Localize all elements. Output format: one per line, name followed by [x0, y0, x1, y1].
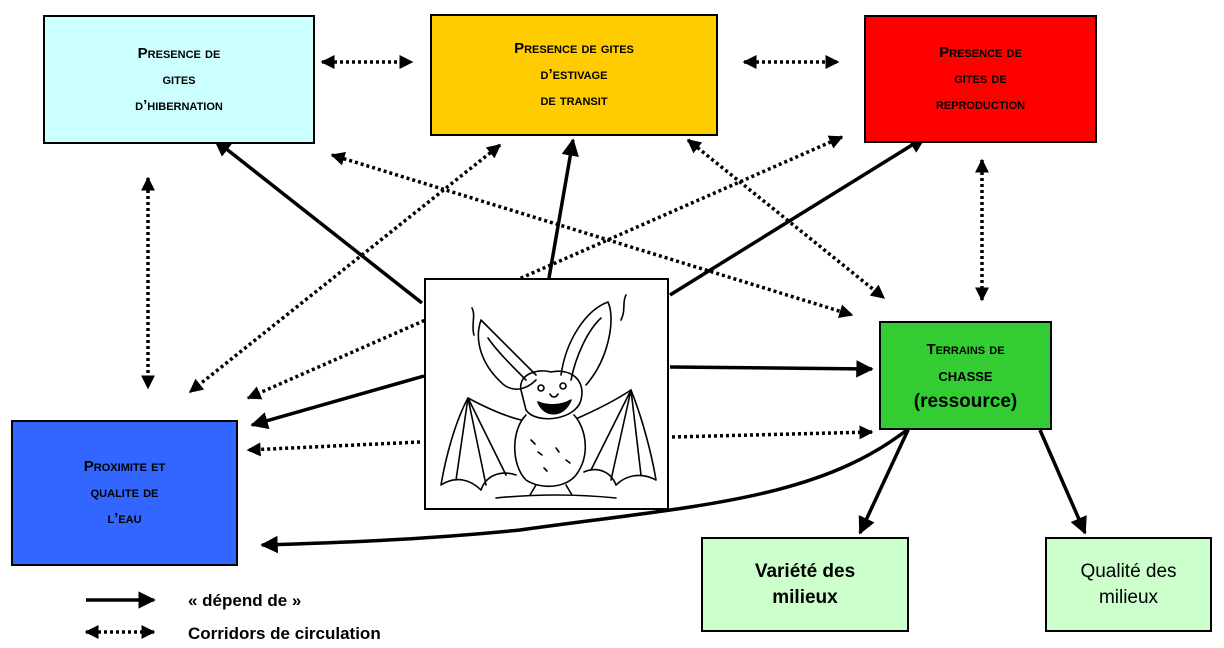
- box-variete-des-milieux: Variété des milieux: [701, 537, 909, 632]
- legend-symbols: [84, 591, 156, 639]
- arrow-bat-to-estivage: [547, 138, 579, 279]
- box-gites-hibernation: Presence de gites d’hibernation: [43, 15, 315, 144]
- box-chasse-line3: (ressource): [913, 390, 1018, 412]
- arrow-chasse-to-variete: [858, 429, 910, 535]
- bat-illustration-frame: [424, 278, 669, 510]
- box-eau-line3: l’eau: [107, 510, 142, 527]
- bat-icon: [440, 294, 657, 499]
- box-estivage-line3: de transit: [540, 92, 608, 109]
- box-reproduction-line3: reproduction: [935, 96, 1026, 113]
- box-estivage-line2: d’estivage: [540, 66, 608, 83]
- box-chasse-line1: Terrains de: [926, 340, 1005, 358]
- box-hibernation-line1: Presence de: [137, 44, 221, 62]
- box-eau-line2: qualite de: [90, 484, 159, 501]
- box-gites-reproduction: Presence de gites de reproduction: [864, 15, 1097, 143]
- legend-corridor-label: Corridors de circulation: [188, 624, 381, 643]
- box-qualite-line1: Qualité des: [1080, 560, 1177, 582]
- legend-depend-label: « dépend de »: [188, 591, 302, 610]
- corridor-bat-to-chasse: [671, 425, 874, 440]
- box-reproduction-line1: Presence de: [939, 44, 1022, 61]
- arrow-bat-to-chasse: [669, 360, 874, 378]
- box-hibernation-line3: d’hibernation: [135, 96, 223, 114]
- corridor-arrows: [141, 55, 989, 457]
- box-eau-line1: Proximite et: [83, 458, 166, 475]
- arrow-chasse-to-qualite: [1038, 429, 1087, 535]
- box-hibernation-line2: gites: [162, 70, 196, 88]
- arrow-bat-to-hibernation: [213, 138, 424, 305]
- box-proximite-qualite-eau: Proximite et qualite de l’eau: [11, 420, 238, 566]
- box-gites-estivage-transit: Presence de gites d’estivage de transit: [430, 14, 718, 136]
- box-variete-line2: milieux: [772, 586, 838, 608]
- box-estivage-line1: Presence de gites: [514, 40, 634, 57]
- box-terrains-de-chasse: Terrains de chasse (ressource): [879, 321, 1052, 430]
- box-qualite-des-milieux: Qualité des milieux: [1045, 537, 1212, 632]
- box-chasse-line2: chasse: [938, 364, 993, 386]
- arrow-bat-to-reproduction: [669, 135, 927, 297]
- arrow-chasse-to-eau: [260, 424, 914, 554]
- arrow-bat-to-eau: [250, 374, 425, 430]
- corridor-bat-to-eau: [246, 440, 421, 457]
- box-qualite-line2: milieux: [1098, 586, 1159, 608]
- box-reproduction-line2: gites de: [954, 70, 1007, 87]
- box-variete-line1: Variété des: [754, 560, 856, 582]
